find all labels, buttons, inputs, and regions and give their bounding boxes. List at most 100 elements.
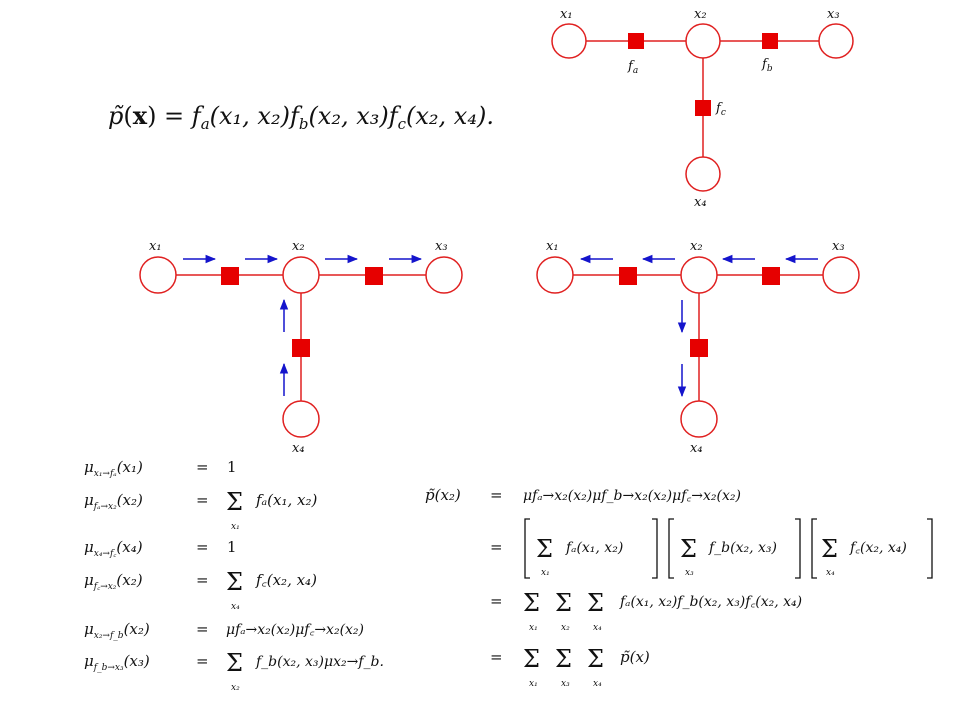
variable-node-x2 [282,256,320,294]
svg-text:Σ: Σ [587,645,604,673]
svg-text:x₂: x₂ [231,683,240,693]
svg-text:μfₐ→x₂(x₂)μf꜀→x₂(x₂): μfₐ→x₂(x₂)μf꜀→x₂(x₂) [226,622,364,638]
svg-text:μx₁→fₐ(x₁): μx₁→fₐ(x₁) [84,458,143,479]
variable-node-x1 [139,256,177,294]
svg-text:Σ: Σ [226,488,243,516]
svg-text:x₁: x₁ [231,522,240,532]
svg-text:x₃: x₃ [832,239,845,254]
svg-text:x₄: x₄ [231,602,240,612]
svg-text:μfₐ→x₂(x₂): μfₐ→x₂(x₂) [84,491,143,512]
svg-text:p̃(x₂): p̃(x₂) [425,486,461,504]
factor-node-fb [762,33,778,49]
svg-text:fₐ(x₁, x₂): fₐ(x₁, x₂) [255,491,318,509]
svg-text:μf꜀→x₂(x₂): μf꜀→x₂(x₂) [84,571,143,592]
left-bracket [668,518,674,579]
svg-text:=: = [490,538,503,556]
svg-text:x₁: x₁ [541,568,550,578]
svg-text:fₐ(x₁, x₂)f_b(x₂, x₃)f꜀(x₂, x₄: fₐ(x₁, x₂)f_b(x₂, x₃)f꜀(x₂, x₄) [619,594,802,610]
factor-node-fa [221,267,239,285]
svg-text:x₃: x₃ [561,679,570,689]
svg-text:=: = [196,491,209,509]
svg-text:p̃(x): p̃(x) [620,648,650,666]
label-fc: fc [715,101,726,118]
right-bracket [795,518,801,579]
variable-node-x2 [685,23,721,59]
svg-text:μx₂→f_b(x₂): μx₂→f_b(x₂) [84,620,150,641]
left-bracket [811,518,817,579]
svg-text:Σ: Σ [226,568,243,596]
svg-text:f_b(x₂, x₃)μx₂→f_b.: f_b(x₂, x₃)μx₂→f_b. [255,654,384,670]
svg-text:x₄: x₄ [593,679,602,689]
svg-text:x₃: x₃ [685,568,694,578]
factor-node-fc [292,339,310,357]
factor-node-fa [619,267,637,285]
svg-text:x₂: x₂ [561,623,570,633]
svg-text:x₂: x₂ [690,239,703,254]
factor-node-fc [695,100,711,116]
svg-text:=: = [196,458,209,476]
label-x3: x₃ [827,7,840,22]
svg-text:Σ: Σ [680,535,697,563]
variable-node-x1 [551,23,587,59]
svg-text:μx₄→f꜀(x₄): μx₄→f꜀(x₄) [84,538,143,559]
variable-node-x3 [425,256,463,294]
svg-text:f꜀(x₂, x₄): f꜀(x₂, x₄) [255,571,317,589]
svg-text:x₁: x₁ [529,679,538,689]
svg-text:f꜀(x₂, x₄): f꜀(x₂, x₄) [849,540,907,556]
variable-node-x4 [680,400,718,438]
variable-node-x3 [818,23,854,59]
variable-node-x3 [822,256,860,294]
right-bracket [927,518,933,579]
svg-text:1: 1 [227,458,237,476]
factor-node-fb [762,267,780,285]
svg-text:=: = [196,571,209,589]
svg-text:Σ: Σ [523,645,540,673]
svg-text:Σ: Σ [587,589,604,617]
middle-right-factor-graph: x₁ x₂ x₃ x₄ [536,239,860,456]
svg-text:x₁: x₁ [546,239,559,254]
svg-text:x₁: x₁ [529,623,538,633]
svg-text:=: = [196,620,209,638]
label-x1: x₁ [560,7,573,22]
svg-text:=: = [490,592,503,610]
message-equations-left: μx₁→fₐ(x₁) = 1 μfₐ→x₂(x₂) = Σ x₁ fₐ(x₁, … [84,458,384,693]
svg-text:Σ: Σ [536,535,553,563]
svg-text:=: = [196,652,209,670]
svg-text:x₄: x₄ [292,441,305,456]
factor-node-fc [690,339,708,357]
label-fa: fa [627,59,638,76]
svg-text:fₐ(x₁, x₂): fₐ(x₁, x₂) [565,540,623,556]
svg-text:=: = [196,538,209,556]
right-bracket [652,518,658,579]
label-x4: x₄ [694,195,707,210]
svg-text:Σ: Σ [523,589,540,617]
svg-text:f_b(x₂, x₃): f_b(x₂, x₃) [708,540,777,556]
svg-text:=: = [490,486,503,504]
svg-text:x₂: x₂ [292,239,305,254]
middle-left-factor-graph: x₁ x₂ x₃ x₄ [139,239,463,456]
marginal-equations-right: p̃(x₂) = μfₐ→x₂(x₂)μf_b→x₂(x₂)μf꜀→x₂(x₂)… [425,486,933,689]
label-fb: fb [761,57,773,74]
svg-text:x₄: x₄ [826,568,835,578]
factor-node-fb [365,267,383,285]
svg-text:1: 1 [227,538,237,556]
left-bracket [524,518,530,579]
top-factor-graph: x₁ x₂ x₃ x₄ fa fb fc [551,7,854,210]
svg-text:Σ: Σ [555,589,572,617]
svg-text:Σ: Σ [555,645,572,673]
variable-node-x1 [536,256,574,294]
svg-text:μfₐ→x₂(x₂)μf_b→x₂(x₂)μf꜀→x₂(x₂: μfₐ→x₂(x₂)μf_b→x₂(x₂)μf꜀→x₂(x₂) [523,488,741,504]
svg-text:x₃: x₃ [435,239,448,254]
svg-text:Σ: Σ [821,535,838,563]
svg-text:x₄: x₄ [593,623,602,633]
svg-text:x₄: x₄ [690,441,703,456]
variable-node-x4 [282,400,320,438]
svg-text:=: = [490,648,503,666]
label-x2: x₂ [694,7,707,22]
variable-node-x4 [685,156,721,192]
svg-text:x₁: x₁ [149,239,162,254]
factor-node-fa [628,33,644,49]
variable-node-x2 [680,256,718,294]
svg-text:Σ: Σ [226,649,243,677]
